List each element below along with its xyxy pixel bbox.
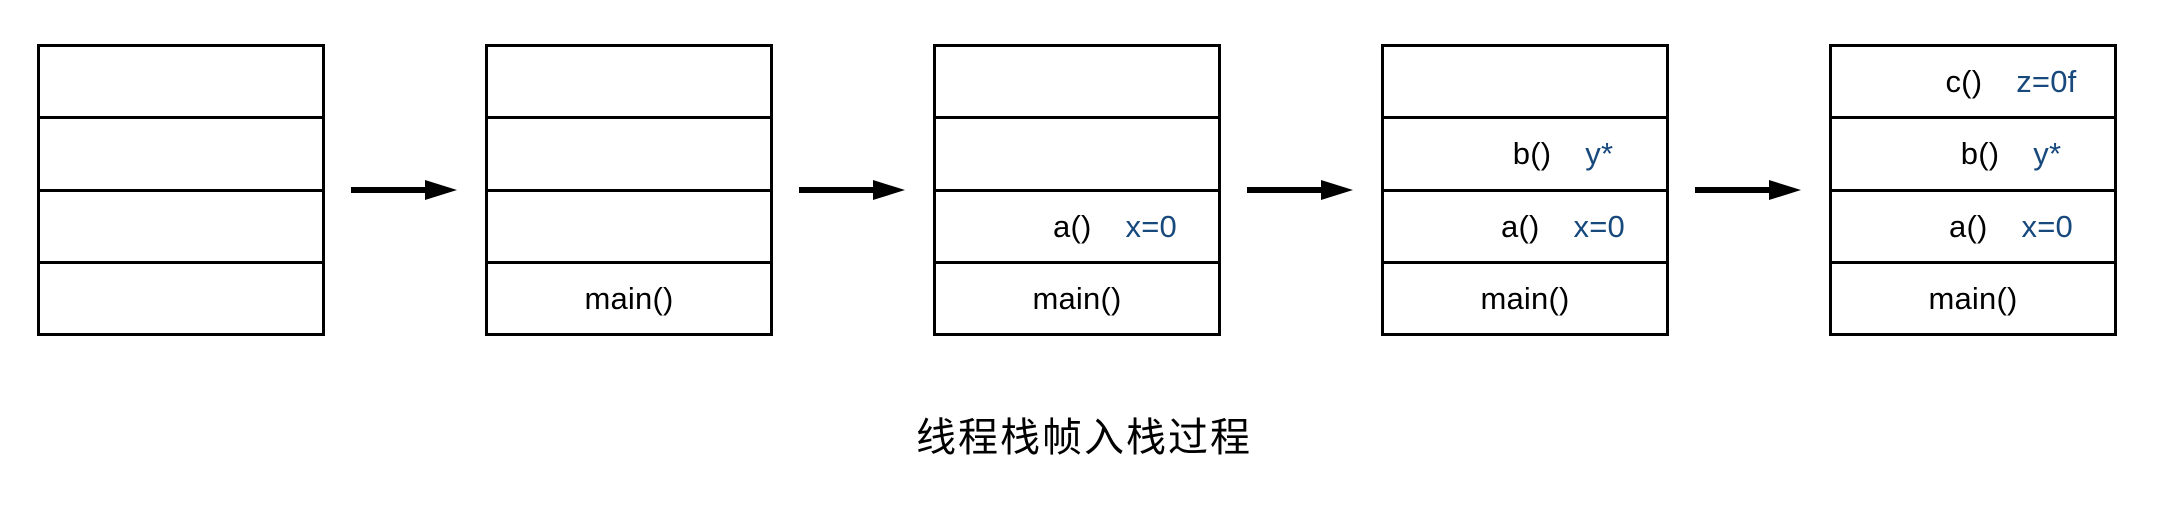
stack-frame <box>936 119 1218 192</box>
stack-step-2: main() <box>485 44 773 336</box>
stack-step-3: a() x=0 main() <box>933 44 1221 336</box>
stack-frame <box>40 264 322 333</box>
stack-frame-main: main() <box>488 264 770 333</box>
stack-frame-a: a() x=0 <box>1384 192 1666 264</box>
stack-frame-a: a() x=0 <box>1832 192 2114 264</box>
stack-frame <box>1384 47 1666 120</box>
frame-function-label: main() <box>1928 280 2018 316</box>
frame-variable-label: z=0f <box>2016 64 2077 100</box>
frame-function-label: main() <box>584 280 674 316</box>
frame-variable-label: x=0 <box>1125 208 1177 244</box>
frame-function-label: a() <box>1501 208 1540 244</box>
right-arrow-icon <box>1221 175 1381 205</box>
stack-frame-a: a() x=0 <box>936 192 1218 264</box>
stack-frame-main: main() <box>1384 264 1666 333</box>
frame-function-label: c() <box>1945 64 1983 100</box>
stack-frame <box>40 192 322 264</box>
stack-frame <box>488 47 770 120</box>
stack-frame-b: b() y* <box>1384 119 1666 192</box>
stack-frame <box>936 47 1218 120</box>
stack-sequence: main() <box>37 43 2117 337</box>
frame-variable-label: y* <box>1585 136 1614 172</box>
stack-frame-b: b() y* <box>1832 119 2114 192</box>
stack-frame <box>40 119 322 192</box>
frame-function-label: b() <box>1960 136 2000 172</box>
stack-step-1 <box>37 44 325 336</box>
right-arrow-icon <box>1669 175 1829 205</box>
frame-variable-label: y* <box>2033 136 2062 172</box>
frame-variable-label: x=0 <box>2021 208 2073 244</box>
stack-frame-main: main() <box>936 264 1218 333</box>
frame-function-label: b() <box>1512 136 1552 172</box>
frame-variable-label: x=0 <box>1573 208 1625 244</box>
frame-function-label: main() <box>1480 280 1570 316</box>
stack-step-4: b() y* a() x=0 main() <box>1381 44 1669 336</box>
frame-function-label: main() <box>1032 280 1122 316</box>
frame-function-label: a() <box>1949 208 1988 244</box>
right-arrow-icon <box>773 175 933 205</box>
stack-frame <box>488 192 770 264</box>
stack-step-5: c() z=0f b() y* a() x=0 main() <box>1829 44 2117 336</box>
stack-frame <box>488 119 770 192</box>
stack-frame-c: c() z=0f <box>1832 47 2114 120</box>
frame-function-label: a() <box>1053 208 1092 244</box>
diagram-caption: 线程栈帧入栈过程 <box>916 416 1252 460</box>
stack-frame-main: main() <box>1832 264 2114 333</box>
right-arrow-icon <box>325 175 485 205</box>
stack-frame <box>40 47 322 120</box>
